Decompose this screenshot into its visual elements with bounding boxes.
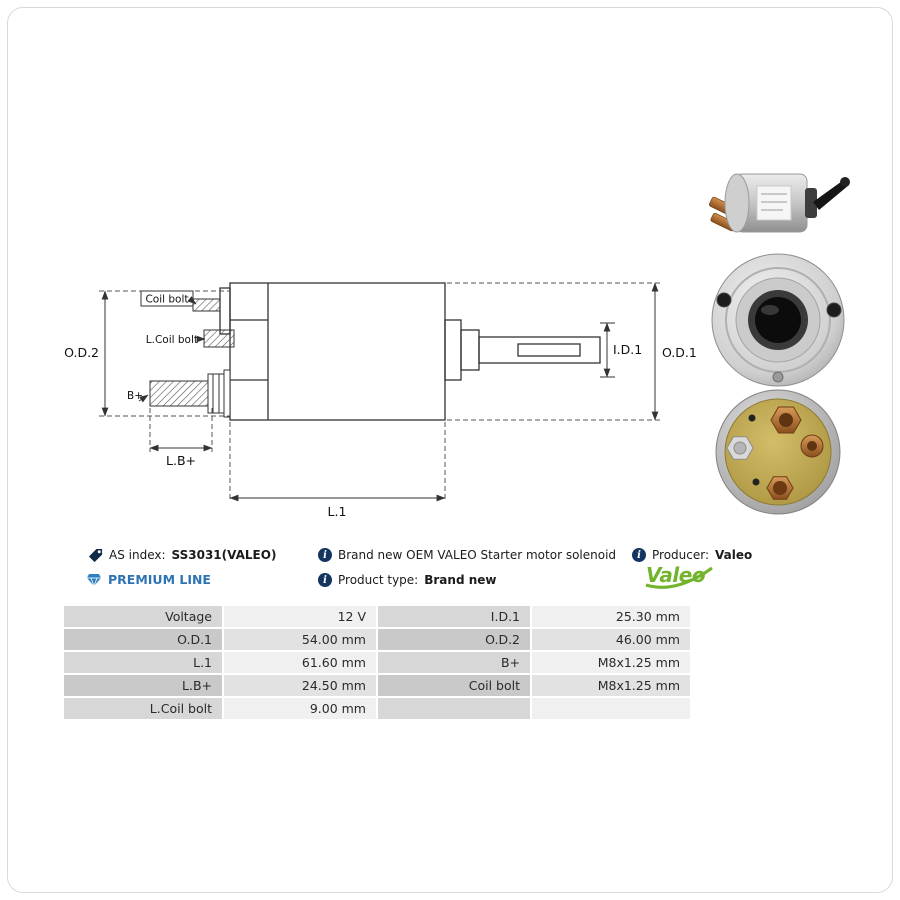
producer-label: Producer:: [652, 548, 710, 562]
premium-line-text: PREMIUM LINE: [108, 572, 211, 587]
terminal-studs: [149, 298, 235, 418]
table-row: L.1 61.60 mm B+ M8x1.25 mm: [64, 652, 690, 673]
spec-label: B+: [378, 652, 530, 673]
dim-label-od2: O.D.2: [64, 345, 99, 360]
tag-icon: [88, 548, 103, 562]
product-photo-front: [711, 253, 845, 387]
table-row: Voltage 12 V I.D.1 25.30 mm: [64, 606, 690, 627]
dim-label-b: B+: [127, 390, 143, 402]
dim-label-l-coil-bolt: L.Coil bolt: [146, 334, 198, 346]
spec-label: [378, 698, 530, 719]
product-type-value: Brand new: [424, 573, 497, 587]
spec-label: Coil bolt: [378, 675, 530, 696]
table-row: L.Coil bolt 9.00 mm: [64, 698, 690, 719]
valeo-brand-logo: Valeo: [642, 561, 720, 593]
product-type-label: Product type:: [338, 573, 419, 587]
valeo-swoosh-icon: [645, 566, 713, 589]
spec-value: 54.00 mm: [224, 629, 376, 650]
spec-label: L.B+: [64, 675, 222, 696]
dim-label-od1: O.D.1: [662, 345, 697, 360]
spec-value: M8x1.25 mm: [532, 675, 690, 696]
spec-value: 46.00 mm: [532, 629, 690, 650]
spec-label: O.D.1: [64, 629, 222, 650]
spec-value: [532, 698, 690, 719]
as-index-item: AS index: SS3031(VALEO): [88, 547, 276, 563]
table-row: O.D.1 54.00 mm O.D.2 46.00 mm: [64, 629, 690, 650]
dim-label-id1: I.D.1: [613, 342, 642, 357]
spec-label: Voltage: [64, 606, 222, 627]
spec-value: M8x1.25 mm: [532, 652, 690, 673]
spec-label: L.1: [64, 652, 222, 673]
valeo-logo-text: Valeo: [646, 563, 706, 587]
solenoid-body-outline: [219, 282, 601, 421]
product-photo-side: [708, 173, 850, 233]
dim-label-l1: L.1: [328, 504, 347, 519]
dim-label-coil-bolt: Coil bolt: [145, 294, 188, 306]
spec-value: 12 V: [224, 606, 376, 627]
technical-diagram: O.D.2 O.D.1 I.D.1 L.1 L.B+ B+ Coil bolt …: [64, 282, 697, 519]
spec-label: L.Coil bolt: [64, 698, 222, 719]
as-index-value: SS3031(VALEO): [171, 548, 277, 562]
spec-value: 25.30 mm: [532, 606, 690, 627]
table-row: L.B+ 24.50 mm Coil bolt M8x1.25 mm: [64, 675, 690, 696]
spec-table: Voltage 12 V I.D.1 25.30 mm O.D.1 54.00 …: [62, 604, 692, 721]
info-icon: [318, 573, 332, 587]
spec-label: I.D.1: [378, 606, 530, 627]
spec-value: 61.60 mm: [224, 652, 376, 673]
dim-label-lb: L.B+: [166, 453, 196, 468]
product-type-item: Product type: Brand new: [318, 572, 496, 588]
spec-value: 24.50 mm: [224, 675, 376, 696]
as-index-label: AS index:: [109, 548, 166, 562]
producer-value: Valeo: [715, 548, 753, 562]
dimension-arrows: [101, 282, 659, 502]
info-icon: [318, 548, 332, 562]
info-icon: [632, 548, 646, 562]
product-photo-back: [715, 389, 841, 515]
producer-item: Producer: Valeo: [632, 547, 752, 563]
description-item: Brand new OEM VALEO Starter motor soleno…: [318, 547, 616, 563]
spec-value: 9.00 mm: [224, 698, 376, 719]
premium-line-item: PREMIUM LINE: [86, 572, 211, 588]
spec-label: O.D.2: [378, 629, 530, 650]
diamond-icon: [87, 574, 101, 587]
description-text: Brand new OEM VALEO Starter motor soleno…: [338, 548, 617, 562]
